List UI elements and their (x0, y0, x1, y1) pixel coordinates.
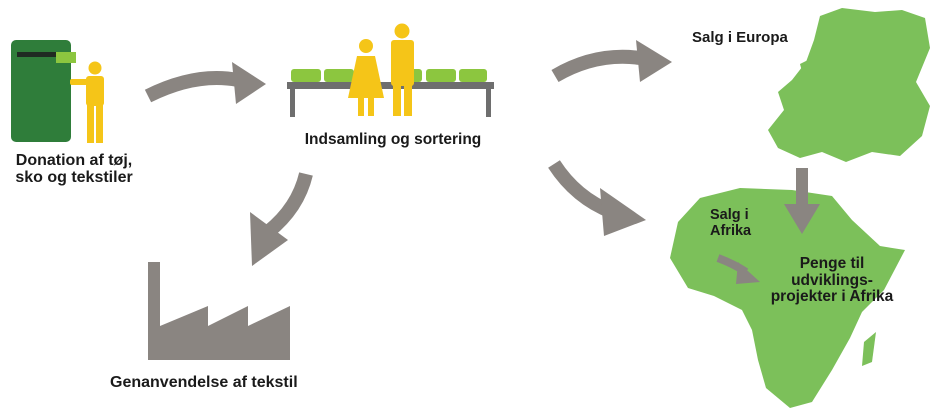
person-icon (348, 23, 414, 116)
donation-label: Donation af tøj, sko og tekstiler (15, 152, 133, 187)
arrow-africa-to-projects (716, 254, 760, 284)
europe-sales-label: Salg i Europa (692, 29, 788, 46)
arrow-collection-to-recycling (250, 172, 313, 266)
europe-map-icon (768, 8, 930, 162)
arrow-collection-to-europe (551, 40, 672, 83)
sorting-table-icon (287, 69, 494, 117)
development-projects-label: Penge til udviklings-projekter i Afrika (770, 255, 894, 306)
factory-icon (148, 262, 290, 360)
arrow-donation-to-collection (144, 62, 266, 104)
africa-sales-label: Salg i Afrika (710, 207, 752, 239)
person-icon (70, 61, 104, 143)
donation-bin-icon (11, 40, 76, 142)
arrow-europe-to-africa (784, 168, 820, 234)
arrow-collection-to-africa (548, 160, 646, 236)
collection-label: Indsamling og sortering (304, 131, 482, 148)
africa-map-icon (670, 188, 905, 408)
recycling-label: Genanvendelse af tekstil (110, 374, 298, 391)
